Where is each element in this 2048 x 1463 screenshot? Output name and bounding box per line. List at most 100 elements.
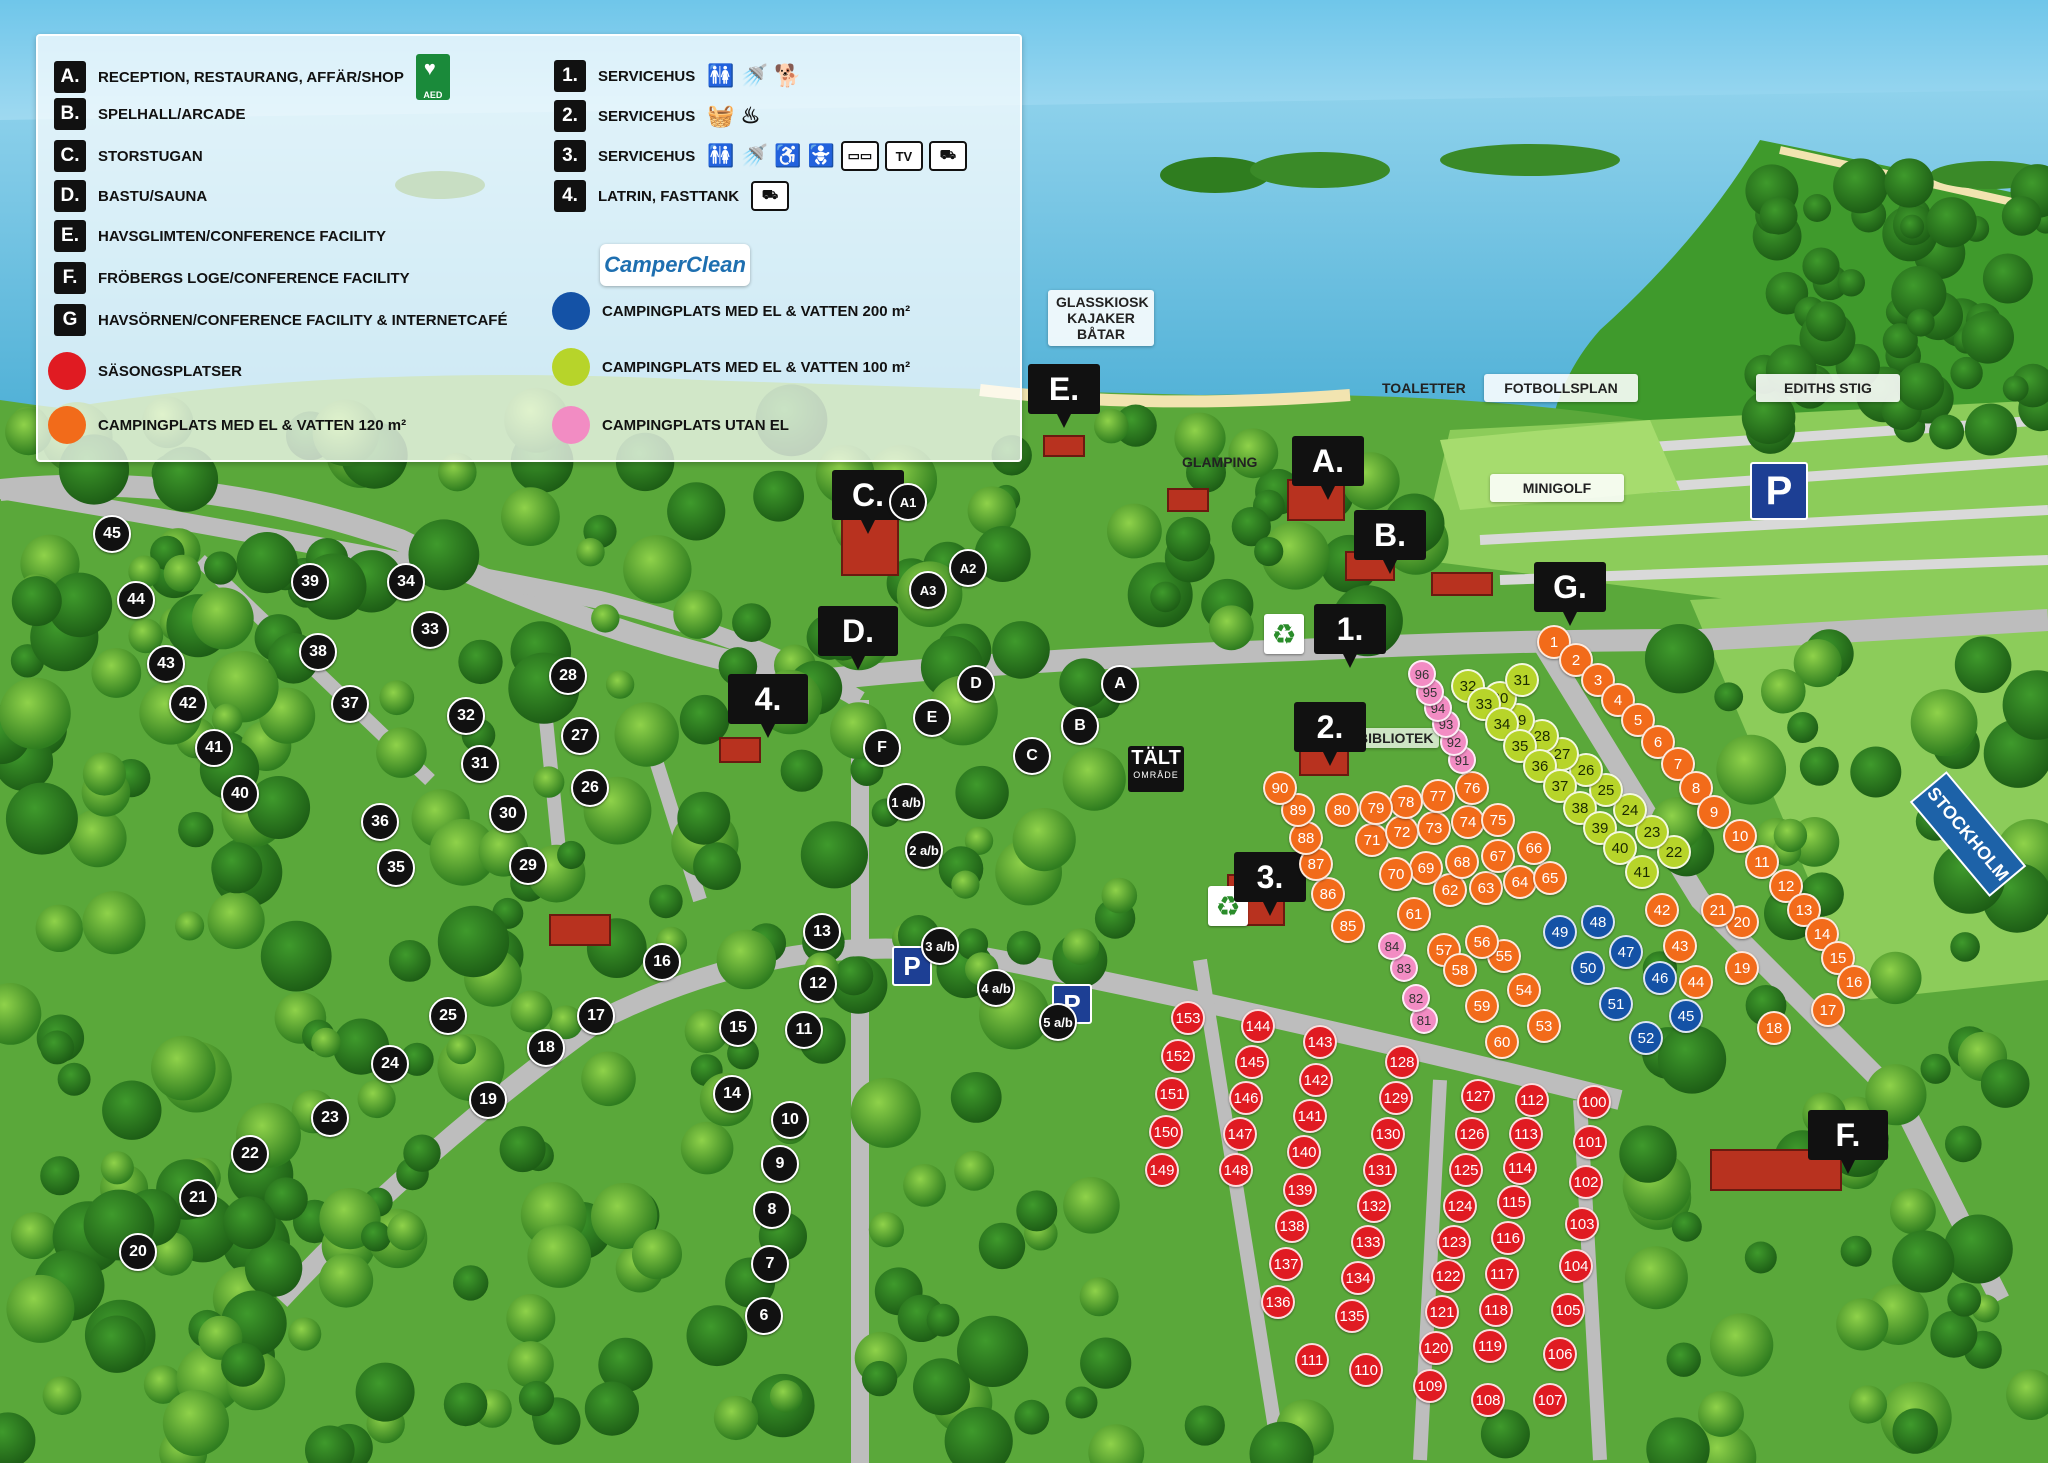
campsite-marker-blue: 48: [1581, 905, 1615, 939]
legend-key-f: F.: [54, 262, 86, 294]
talt-sub-label: OMRÅDE: [1133, 770, 1179, 780]
campsite-marker-red: 105: [1551, 1293, 1585, 1327]
tree: [903, 1164, 946, 1207]
tree: [632, 1229, 682, 1280]
cabin-pin: 28: [549, 657, 587, 695]
tree: [438, 452, 477, 492]
tree: [680, 1121, 734, 1175]
legend-row-blue: CAMPINGPLATS MED EL & VATTEN 200 m²: [552, 292, 910, 330]
tree: [458, 639, 503, 685]
legend-dot-orange: [48, 406, 86, 444]
tree: [1793, 639, 1842, 688]
small-building-pin: A1: [889, 483, 927, 521]
tree: [576, 538, 605, 567]
tree: [1954, 636, 2012, 693]
campsite-marker-red: 108: [1471, 1383, 1505, 1417]
tree: [1666, 1342, 1701, 1377]
tree: [82, 752, 126, 796]
cabin-pin: 19: [469, 1081, 507, 1119]
camperclean-logo: CamperClean: [600, 244, 750, 286]
tree: [507, 1341, 554, 1388]
tree: [501, 487, 560, 546]
cabin-pin: 7: [751, 1245, 789, 1283]
tree: [1709, 1313, 1774, 1377]
tree: [1964, 403, 2017, 456]
legend-text-lime: CAMPINGPLATS MED EL & VATTEN 100 m²: [602, 358, 911, 376]
campsite-marker-red: 100: [1577, 1085, 1611, 1119]
campsite-marker-red: 124: [1443, 1189, 1477, 1223]
tree: [1174, 412, 1226, 464]
tree: [0, 677, 71, 750]
campsite-marker-red: 140: [1287, 1135, 1321, 1169]
tree: [1848, 1385, 1888, 1424]
shower-icon: 🚿: [740, 143, 769, 168]
tree: [956, 928, 989, 960]
tree: [1803, 194, 1832, 222]
campsite-marker-red: 138: [1275, 1209, 1309, 1243]
legend-dot-pink: [552, 406, 590, 444]
legend-icons-2: 🧺 ♨: [707, 103, 760, 129]
tree: [992, 621, 1050, 679]
tree: [769, 1380, 803, 1413]
tv-icon: TV: [884, 141, 923, 171]
campsite-marker-red: 141: [1293, 1099, 1327, 1133]
cabin-pin: 25: [429, 997, 467, 1035]
tree: [1101, 877, 1138, 914]
tree: [1741, 390, 1796, 445]
cabin-pin: 5 a/b: [1039, 1003, 1077, 1041]
campsite-marker-orange: 54: [1507, 973, 1541, 1007]
tree: [42, 1376, 82, 1415]
campsite-marker-orange: 53: [1527, 1009, 1561, 1043]
tree: [178, 811, 214, 848]
tree: [679, 694, 730, 745]
tree: [437, 905, 510, 978]
servicehus-2-label: 2.: [1294, 702, 1366, 766]
cabin-pin: 45: [93, 515, 131, 553]
tree: [1950, 932, 1980, 962]
tree: [91, 648, 142, 698]
cabin-pin: 36: [361, 803, 399, 841]
cabin-pin: 16: [643, 943, 681, 981]
tree: [446, 1034, 477, 1065]
tree: [207, 891, 265, 950]
tree: [1150, 581, 1181, 613]
tree: [1208, 605, 1254, 651]
campsite-marker-red: 137: [1269, 1247, 1303, 1281]
campsite-marker-orange: 17: [1811, 993, 1845, 1027]
tree: [649, 884, 683, 919]
building-roof: [549, 914, 611, 946]
road-lower: [272, 938, 1623, 1307]
tree: [1624, 1246, 1688, 1310]
tree: [753, 470, 804, 522]
campsite-marker-red: 143: [1303, 1025, 1337, 1059]
small-building-pin: E: [913, 699, 951, 737]
campsite-marker-red: 106: [1543, 1337, 1577, 1371]
tree: [913, 1358, 970, 1416]
building-f-label: F.: [1808, 1110, 1888, 1174]
building-roof: [1167, 488, 1209, 512]
tree: [1062, 928, 1100, 965]
legend-text-blue: CAMPINGPLATS MED EL & VATTEN 200 m²: [602, 302, 911, 320]
building-e-label: E.: [1028, 364, 1100, 428]
tree: [716, 929, 776, 990]
legend-text-g: HAVSÖRNEN/CONFERENCE FACILITY & INTERNET…: [98, 311, 508, 329]
campsite-marker-red: 122: [1431, 1259, 1465, 1293]
tree: [1947, 1282, 1982, 1317]
legend-row-d: D. BASTU/SAUNA: [54, 180, 207, 212]
tree: [1714, 682, 1744, 712]
tree: [35, 904, 83, 952]
campsite-marker-red: 128: [1385, 1045, 1419, 1079]
tree: [950, 1072, 1002, 1123]
campsite-marker-orange: 78: [1389, 785, 1423, 819]
kitchen-icon: ▭▭: [840, 141, 879, 171]
tree: [11, 576, 62, 627]
tree: [951, 870, 980, 899]
tree: [128, 555, 161, 588]
tree: [850, 1077, 921, 1148]
campsite-marker-red: 107: [1533, 1383, 1567, 1417]
tree: [453, 1265, 489, 1301]
cabin-pin: 32: [447, 697, 485, 735]
tree: [361, 1221, 391, 1252]
campsite-marker-lime: 23: [1635, 815, 1669, 849]
